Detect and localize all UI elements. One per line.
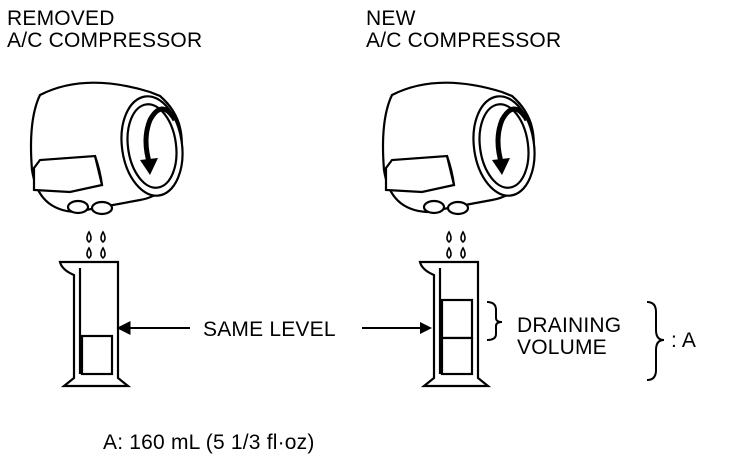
measuring-beaker-new [418,260,492,388]
measuring-beaker-removed [58,260,132,388]
removed-compressor-illustration [29,81,184,216]
new-compressor-label: NEW A/C COMPRESSOR [366,8,561,52]
removed-label-line2: A/C COMPRESSOR [7,29,203,52]
removed-compressor-label: REMOVED A/C COMPRESSOR [7,8,202,52]
new-label-line2: A/C COMPRESSOR [366,29,562,52]
removed-label-line1: REMOVED [7,7,115,30]
same-level-label: SAME LEVEL [203,318,336,341]
draining-volume-label: DRAINING VOLUME [517,315,621,359]
arrow-head-new [420,322,432,334]
same-level-arrows [116,321,432,335]
a-brace [646,301,665,381]
new-compressor-illustration [381,81,536,216]
draining-line1: DRAINING [517,314,622,337]
new-label-line1: NEW [366,7,416,30]
draining-line2: VOLUME [517,336,607,359]
spec-note: A: 160 mL (5 1/3 fl·oz) [103,431,315,454]
draining-volume-bracket [486,301,503,341]
a-marker-label: : A [671,329,697,352]
